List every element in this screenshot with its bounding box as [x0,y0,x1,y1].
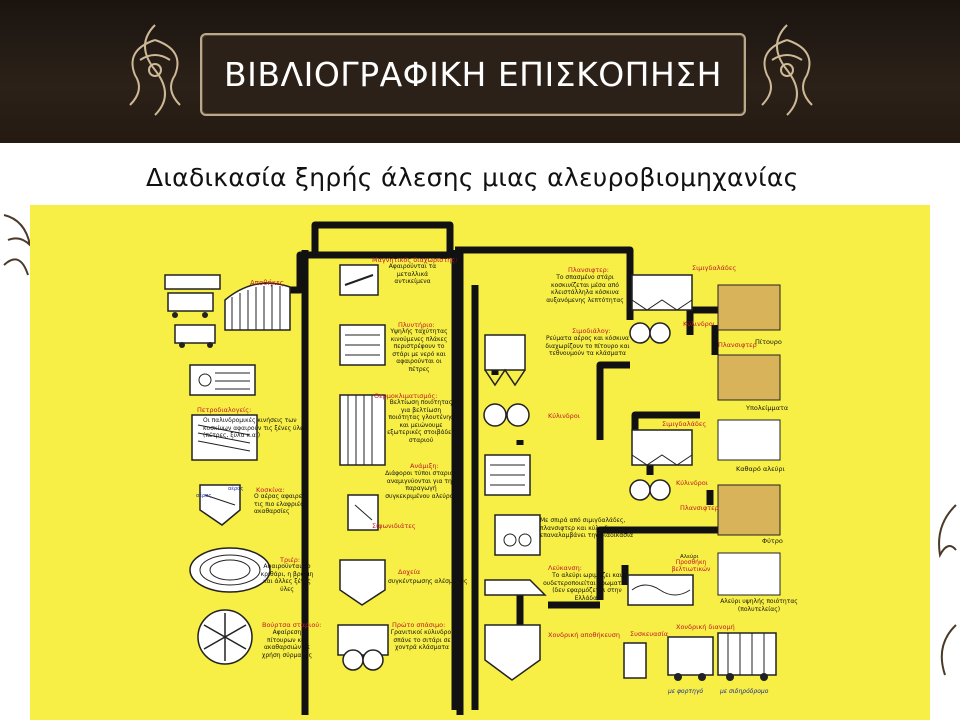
label-bins-title: Δοχεία [398,568,420,576]
label-magnet-title: Μαγνητικός διαχωριστής: [372,256,457,264]
label-germ: Φύτρο [762,537,783,545]
bulk-storage-icon [484,624,541,681]
milling-process-diagram: Αποθήκες Πετροδιαλογείς: Οι παλινδρομικέ… [0,205,960,720]
label-washer-desc: Υψηλής ταχύτητας κινούμενες πλάκες περισ… [390,328,448,373]
bag-icon [623,642,647,679]
label-rail: με σιδηρόδρομο [719,688,769,695]
left-ornament-icon [129,24,181,116]
label-rolls-mid: Κύλινδροι [548,412,580,420]
label-scourer-desc: Αφαίρεση πίτουρων και ακαθαρσιών με χρήσ… [261,629,313,659]
label-wholesale: Χονδρική διανομή [676,623,735,631]
label-plansifter-small: Πλανσιφτερ [718,341,757,349]
bleacher-icon [484,579,547,596]
truck-icon [667,636,714,681]
rolls-pair-icon [483,403,530,427]
sample-bran-top [717,284,781,331]
label-first-break-title: Πρώτο σπάσιμο: [392,621,445,629]
label-rolls-lower: Κύλινδροι [676,479,708,487]
label-bulk-title: Χονδρική αποθήκευση [548,631,620,639]
label-plansifter-lower: Πλανσιφτερ [680,504,719,512]
label-sieves-mid: Σιμιγδαλάδες [662,420,706,428]
rail-car-icon [717,632,777,681]
scourer-fan-icon [197,609,253,665]
conditioning-silos-icon [339,394,386,466]
label-conditioning-desc: Βελτίωση ποιότητας για βελτίωση ποιότητα… [387,399,455,444]
label-reduction-desc: Με σπιρά από σιμιγδαλάδες, πλανσιφτερ κα… [540,517,634,539]
label-washer-title: Πλυντήριο: [398,321,435,329]
separators-desc-box: Οι παλινδρομικές κινήσεις των κοσκίνων α… [203,417,307,439]
conveyor-icon [189,364,256,396]
label-aspirator-desc: Ο αέρας αφαιρεί τις πιο ελαφριές ακαθαρσ… [254,493,305,515]
right-frame [930,205,960,720]
sample-remainder [717,354,781,401]
label-magnet-desc: Αφαιρούνται τα μεταλλικά αντικείμενα [388,263,437,285]
label-purifier-title: Σιμοδιάλογ: [572,327,611,335]
label-bins-desc: συγκέντρωσης αλέσματος [388,578,468,585]
label-separators-title: Πετροδιαλογείς: [197,406,251,414]
subtitle-band [0,143,960,205]
label-bran: Πίτουρο [755,338,782,346]
label-aspirator-title: Κοσκίνα: [256,486,285,494]
stone-separator-icon [191,414,258,461]
label-bleaching-title: Λεύκανση: [548,564,582,572]
slide-title: ΒΙΒΛΙΟΓΡΑΦΙΚΗ ΕΠΙΣΚΟΠΗΣΗ [224,55,722,94]
aspirator-icon [199,484,241,526]
washer-icon [339,324,386,366]
sample-clean-flour [717,419,781,461]
reduction-machine-icon [494,514,541,556]
sifter-mid-icon [484,454,531,496]
label-truck: με φορτηγό [667,688,703,695]
left-frame [0,205,30,720]
label-clean-flour: Καθαρό αλεύρι [736,465,785,473]
label-air-left: αέρας [196,492,211,499]
label-remainder: Υπολείμματα [745,404,788,412]
silo-storage-icon [224,282,291,331]
label-purifier-desc: Ρεύματα αέρος και κόσκινα διαχωρίζουν το… [545,335,630,357]
label-trieur-desc: Αφαιρούνται το κριθάρι, η βρώμη και άλλε… [260,563,314,593]
blender-icon [347,494,379,531]
label-enrich-title: Προσθήκη βελτιωτικών [671,559,711,573]
magnetic-separator-icon [339,264,379,296]
mid-sifter-icon [631,429,693,466]
label-high-flour: Αλεύρι υψηλής ποιότητας (πολυτελείας) [720,598,798,613]
label-plansifter-desc: Το σπασμένο στάρι κοσκινίζεται μέσα από … [546,274,624,304]
title-box: ΒΙΒΛΙΟΓΡΑΦΙΚΗ ΕΠΙΣΚΟΠΗΣΗ [200,33,746,116]
bins-icon [339,559,386,606]
slide-subtitle: Διαδικασία ξηρής άλεσης μιας αλευροβιομη… [146,163,799,192]
label-bagging: Συσκευασία [630,630,668,638]
label-separators-desc: Οι παλινδρομικές κινήσεις των κοσκίνων α… [203,417,307,439]
label-shifter-small: Σιφωνιδιάτες [372,522,416,530]
plansifter-icon [484,334,526,387]
label-enrich-small: Αλεύρι [680,553,699,560]
first-break-rolls-icon [337,624,389,671]
label-conditioning-title: Θερμοκλιματισμός: [374,392,438,400]
label-blending-desc: Διάφοροι τύποι σταριού αναμιγνύονται για… [385,470,457,500]
sample-high-flour [717,552,781,596]
top-rolls-icon [629,322,671,344]
trieur-icon [189,547,271,593]
label-scourer-title: Βούρτσα σταριού: [262,621,321,629]
label-trieur-title: Τριέρ: [279,556,300,564]
corner-flourish-right-icon [938,504,957,676]
label-bleaching-desc: Το αλεύρι ωριμάζει και ουδετεροποιείται … [543,572,631,602]
label-sieves-top: Σιμιγδαλάδες [692,264,736,272]
label-plansifter-title: Πλανσιφτερ: [568,266,609,274]
label-silos: Αποθήκες [250,279,284,287]
train-icon [164,274,221,348]
enrich-mixer-icon [627,574,694,606]
label-blending-title: Ανάμιξη: [410,462,439,470]
lower-rolls-icon [629,479,671,501]
right-ornament-icon [761,24,813,116]
sample-germ [717,484,781,536]
label-rolls-top: Κύλινδροι [683,320,715,328]
label-first-break-desc: Γρανιτικοί κύλινδροι σπάνε το σιτάρι σε … [390,629,454,651]
label-air-right: αέρας [228,485,243,492]
top-sifter-icon [631,274,693,311]
